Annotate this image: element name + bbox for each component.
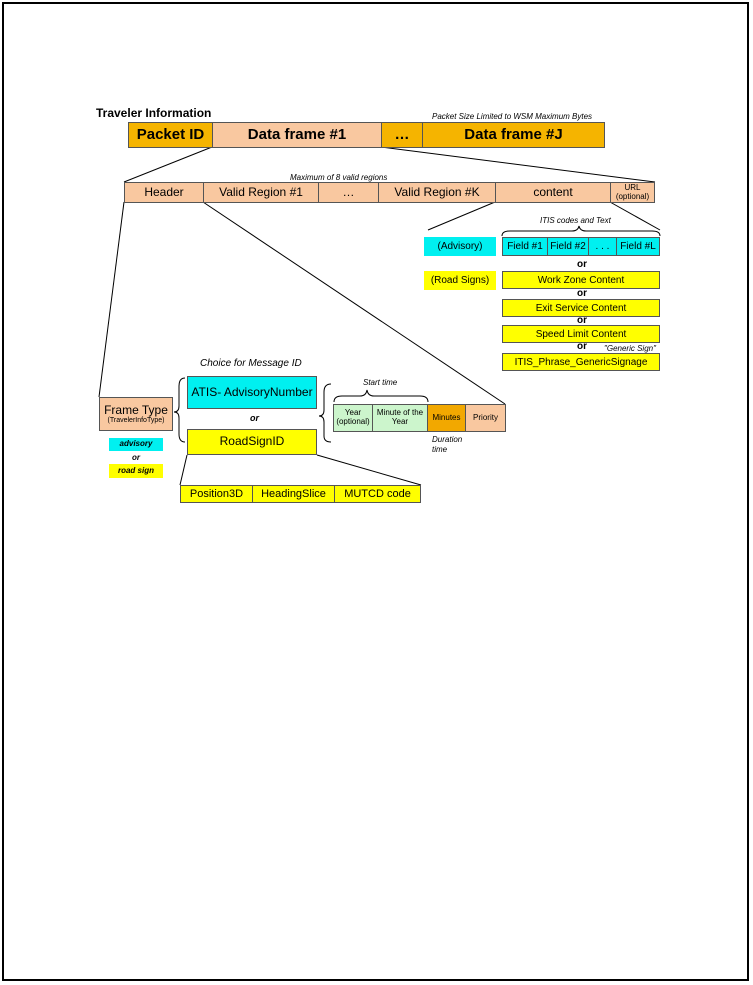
- year-box: Year (optional): [333, 404, 373, 432]
- frame-type-or-text: or: [132, 453, 140, 462]
- header-box: Header: [124, 182, 204, 203]
- or-text-3: or: [577, 315, 587, 326]
- message-id-or-text: or: [250, 413, 259, 423]
- url-box: URL (optional): [610, 182, 655, 203]
- field-ellipsis-box: . . .: [588, 237, 617, 256]
- data-frame-1-box: Data frame #1: [212, 122, 382, 148]
- heading-slice-box: HeadingSlice: [252, 485, 335, 503]
- or-text-1: or: [577, 259, 587, 270]
- advisory-tag: advisory: [109, 438, 163, 451]
- year-label: Year: [344, 408, 362, 418]
- url-optional-label: (optional): [615, 191, 650, 201]
- packet-size-note: Packet Size Limited to WSM Maximum Bytes: [432, 112, 593, 121]
- diagram-title: Traveler Information: [96, 106, 212, 120]
- valid-region-ellipsis-box: …: [318, 182, 379, 203]
- frame-type-box: Frame Type (TravelerInfoType): [99, 397, 173, 431]
- packet-id-box: Packet ID: [128, 122, 213, 148]
- minute-of-year-box: Minute of the Year: [372, 404, 428, 432]
- frame-type-sub-label: (TravelerInfoType): [107, 416, 165, 424]
- valid-region-k-box: Valid Region #K: [378, 182, 496, 203]
- itis-note: ITIS codes and Text: [540, 216, 611, 225]
- minutes-box: Minutes: [427, 404, 466, 432]
- atis-advisory-number-box: ATIS- AdvisoryNumber: [187, 376, 317, 409]
- url-label: URL: [624, 182, 641, 192]
- field-1-box: Field #1: [502, 237, 548, 256]
- position3d-box: Position3D: [180, 485, 253, 503]
- generic-signage-box: ITIS_Phrase_GenericSignage: [502, 353, 660, 371]
- work-zone-box: Work Zone Content: [502, 271, 660, 289]
- mutcd-code-box: MUTCD code: [334, 485, 421, 503]
- field-l-box: Field #L: [616, 237, 660, 256]
- data-frame-j-box: Data frame #J: [422, 122, 605, 148]
- choice-note: Choice for Message ID: [200, 358, 302, 369]
- road-signs-label-box: (Road Signs): [424, 271, 496, 290]
- frame-type-label: Frame Type: [104, 402, 168, 417]
- content-box: content: [495, 182, 611, 203]
- start-time-note: Start time: [363, 378, 398, 387]
- data-frame-ellipsis-box: …: [381, 122, 423, 148]
- road-sign-id-box: RoadSignID: [187, 429, 317, 455]
- regions-note: Maximum of 8 valid regions: [290, 173, 388, 182]
- field-2-box: Field #2: [547, 237, 589, 256]
- advisory-label-box: (Advisory): [424, 237, 496, 256]
- road-sign-tag: road sign: [109, 464, 163, 478]
- year-optional-label: (optional): [336, 417, 370, 426]
- generic-sign-note: "Generic Sign": [604, 344, 656, 353]
- or-text-2: or: [577, 288, 587, 299]
- duration-note: Duration time: [432, 435, 463, 455]
- valid-region-1-box: Valid Region #1: [203, 182, 319, 203]
- priority-box: Priority: [465, 404, 506, 432]
- speed-limit-box: Speed Limit Content: [502, 325, 660, 343]
- or-text-4: or: [577, 341, 587, 352]
- exit-service-box: Exit Service Content: [502, 299, 660, 317]
